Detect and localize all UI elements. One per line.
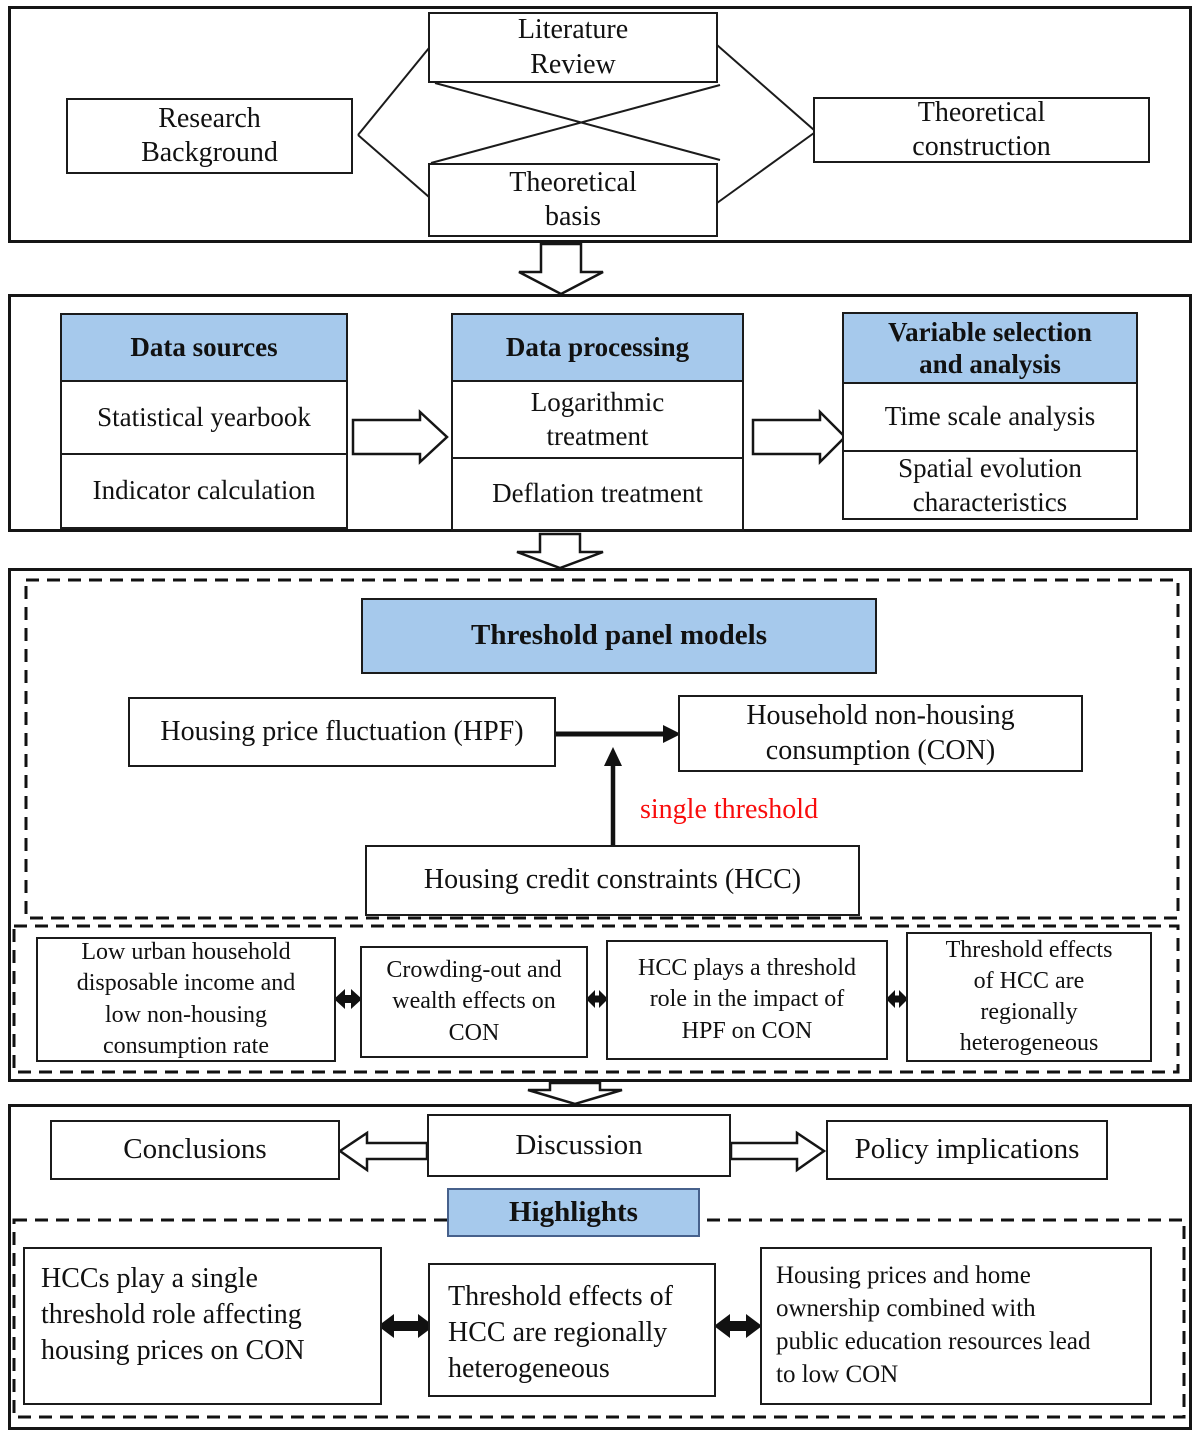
right-arrow-icon — [751, 408, 847, 466]
time-scale-analysis-cell: Time scale analysis — [844, 384, 1136, 452]
data-processing-header: Data processing — [453, 315, 742, 382]
theoretical-construction-box: Theoretical construction — [813, 97, 1150, 163]
hpf-to-con-arrow — [556, 725, 681, 743]
finding-low-consumption-box: Low urban household disposable income an… — [36, 937, 336, 1062]
down-arrow-icon — [527, 1081, 623, 1106]
highlight-education-box: Housing prices and home ownership combin… — [760, 1247, 1152, 1405]
deflation-treatment-cell: Deflation treatment — [492, 478, 703, 509]
section1-connector-lines — [357, 44, 815, 204]
dashed-borders — [12, 578, 1186, 1419]
hcc-box: Housing credit constraints (HCC) — [365, 845, 860, 916]
data-processing-group: Data processing Logarithmic treatment De… — [451, 313, 744, 531]
variable-selection-group: Variable selection and analysis Time sca… — [842, 312, 1138, 520]
down-arrow-icon — [516, 532, 604, 570]
finding-heterogeneous-box: Threshold effects of HCC are regionally … — [906, 932, 1152, 1062]
discussion-box: Discussion — [427, 1114, 731, 1177]
theoretical-basis-box: Theoretical basis — [428, 163, 718, 237]
dashed-box-findings — [12, 924, 1180, 1074]
right-arrow-icon — [729, 1130, 827, 1173]
dashed-box-models — [24, 578, 1180, 920]
variable-selection-header: Variable selection and analysis — [844, 314, 1136, 384]
statistical-yearbook-cell: Statistical yearbook — [62, 382, 346, 455]
threshold-panel-models-title: Threshold panel models — [361, 598, 877, 674]
down-arrow-icon — [518, 242, 604, 296]
spatial-evolution-cell: Spatial evolution characteristics — [898, 453, 1082, 517]
literature-review-box: Literature Review — [428, 12, 718, 83]
left-arrow-icon — [337, 1130, 429, 1173]
hcc-up-arrow — [604, 747, 622, 845]
highlight-heterogeneous-box: Threshold effects of HCC are regionally … — [428, 1263, 716, 1397]
data-sources-header: Data sources — [62, 315, 346, 382]
section-conclusions-frame — [8, 1104, 1192, 1430]
section-theory-frame — [8, 6, 1192, 243]
hpf-box: Housing price fluctuation (HPF) — [128, 697, 556, 767]
policy-implications-box: Policy implications — [826, 1120, 1108, 1180]
right-arrow-icon — [351, 409, 449, 465]
single-threshold-label: single threshold — [640, 794, 819, 825]
indicator-calculation-cell: Indicator calculation — [92, 475, 316, 506]
finding-threshold-role-box: HCC plays a threshold role in the impact… — [606, 940, 888, 1060]
finding-crowding-out-box: Crowding-out and wealth effects on CON — [360, 946, 588, 1058]
section-models-frame — [8, 568, 1192, 1082]
highlight-single-threshold-box: HCCs play a single threshold role affect… — [23, 1247, 382, 1405]
dashed-box-highlights — [12, 1218, 1186, 1419]
data-sources-group: Data sources Statistical yearbook Indica… — [60, 313, 348, 529]
con-box: Household non-housing consumption (CON) — [678, 695, 1083, 772]
conclusions-box: Conclusions — [50, 1120, 340, 1180]
logarithmic-treatment-cell: Logarithmic treatment — [453, 382, 742, 459]
highlights-title: Highlights — [447, 1188, 700, 1237]
double-arrow-icons — [334, 989, 908, 1338]
research-background-box: Research Background — [66, 98, 353, 174]
